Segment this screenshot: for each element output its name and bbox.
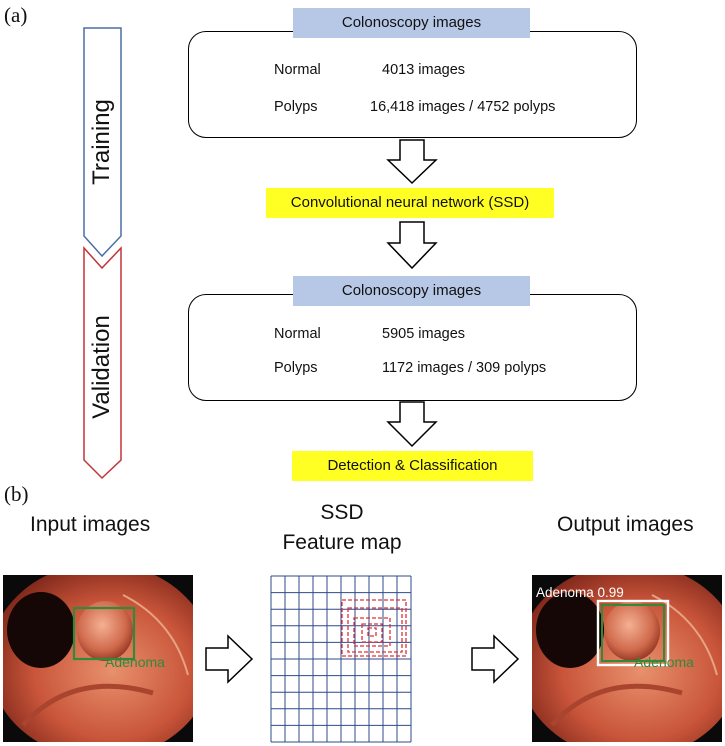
output-score-label: Adenoma 0.99 (536, 585, 624, 600)
input-box-label: Adenoma (105, 654, 165, 670)
panel-b-label: (b) (4, 482, 29, 506)
output-detection-box-green (601, 604, 665, 662)
validation-normal-name: Normal (274, 326, 321, 342)
training-polyps-value: 16,418 images / 4752 polyps (370, 99, 556, 115)
output-images-title: Output images (557, 513, 694, 536)
detection-label: Detection & Classification (292, 451, 533, 481)
training-box-header: Colonoscopy images (293, 8, 530, 38)
input-detection-box (72, 606, 136, 661)
validation-images-box: Normal 5905 images Polyps 1172 images / … (188, 294, 637, 401)
validation-polyps-name: Polyps (274, 360, 318, 376)
training-polyps-name: Polyps (274, 99, 318, 115)
output-box-label: Adenoma (634, 654, 694, 670)
input-images-title: Input images (30, 513, 151, 536)
output-detection-box-white (596, 599, 670, 667)
cnn-label: Convolutional neural network (SSD) (266, 188, 554, 218)
training-images-box: Normal 4013 images Polyps 16,418 images … (188, 31, 637, 138)
training-normal-value: 4013 images (382, 62, 466, 78)
validation-polyps-value: 1172 images / 309 polyps (382, 360, 547, 376)
panel-a-label: (a) (4, 3, 28, 27)
output-endoscopy-image: Adenoma 0.99 Adenoma (532, 575, 722, 742)
ssd-title: SSD (320, 501, 364, 524)
validation-normal-value: 5905 images (382, 326, 466, 342)
feature-map-title: Feature map (282, 531, 402, 554)
input-endoscopy-image: Adenoma (3, 575, 193, 742)
validation-box-header: Colonoscopy images (293, 276, 530, 306)
training-normal-name: Normal (274, 62, 321, 78)
